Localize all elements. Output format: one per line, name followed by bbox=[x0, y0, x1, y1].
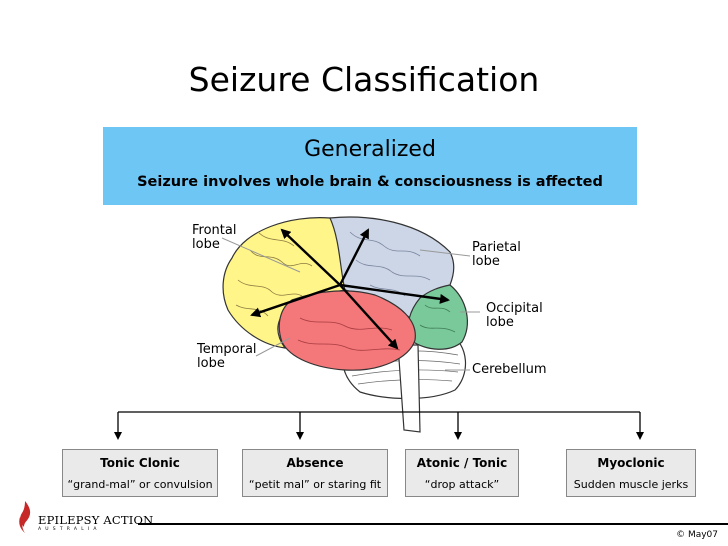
category-box-absence: Absence “petit mal” or staring fit bbox=[242, 449, 388, 497]
banner-subtitle: Seizure involves whole brain & conscious… bbox=[137, 174, 603, 190]
category-box-myoclonic: Myoclonic Sudden muscle jerks bbox=[566, 449, 696, 497]
category-box-atonic-tonic: Atonic / Tonic “drop attack” bbox=[405, 449, 519, 497]
category-desc: “grand-mal” or convulsion bbox=[67, 478, 213, 491]
label-parietal-lobe: Parietal lobe bbox=[472, 240, 521, 269]
generalized-banner: Generalized Seizure involves whole brain… bbox=[103, 127, 637, 205]
category-name: Absence bbox=[286, 456, 344, 470]
label-cerebellum: Cerebellum bbox=[472, 362, 547, 377]
category-box-tonic-clonic: Tonic Clonic “grand-mal” or convulsion bbox=[62, 449, 218, 497]
category-name: Atonic / Tonic bbox=[416, 456, 508, 470]
category-desc: “drop attack” bbox=[424, 478, 500, 491]
category-desc: “petit mal” or staring fit bbox=[248, 478, 382, 491]
footer-divider bbox=[138, 523, 728, 525]
label-temporal-lobe: Temporal lobe bbox=[197, 342, 257, 371]
slide-title: Seizure Classification bbox=[188, 60, 540, 99]
logo-text: EPILEPSY ACTION bbox=[38, 513, 154, 527]
label-frontal-lobe: Frontal lobe bbox=[192, 223, 237, 252]
category-name: Myoclonic bbox=[597, 456, 665, 470]
epilepsy-action-logo-icon bbox=[19, 501, 31, 533]
category-desc: Sudden muscle jerks bbox=[573, 478, 689, 491]
logo-subtext: AUSTRALIA bbox=[38, 527, 101, 532]
copyright-text: © May07 bbox=[676, 530, 718, 540]
label-occipital-lobe: Occipital lobe bbox=[486, 301, 543, 330]
category-name: Tonic Clonic bbox=[100, 456, 180, 470]
banner-title: Generalized bbox=[304, 137, 436, 162]
